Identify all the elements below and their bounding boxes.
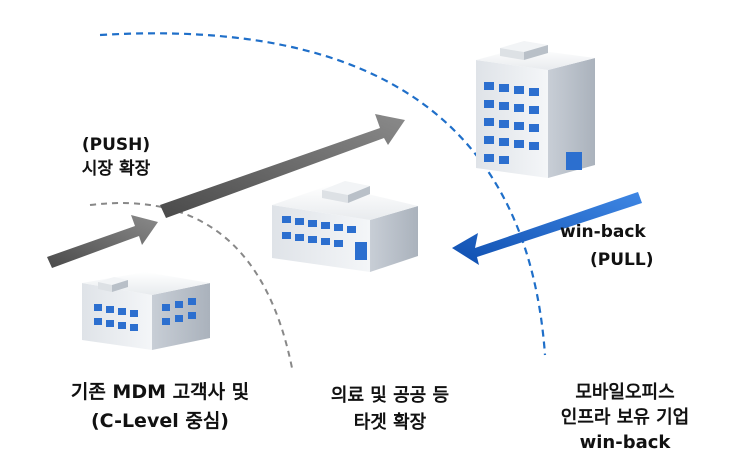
pull-label-line1: win-back — [560, 222, 646, 242]
pull-arrow — [452, 192, 642, 265]
existing-client-building — [82, 272, 210, 350]
target-building — [272, 181, 418, 272]
caption-existing-line2: (C-Level 중심) — [91, 410, 229, 432]
caption-mobile-line2: 인프라 보유 기업 — [560, 407, 690, 428]
push-label: (PUSH) 시장 확장 — [56, 133, 176, 181]
caption-mobile-office: 모바일오피스 인프라 보유 기업 win-back — [520, 380, 730, 455]
caption-mobile-line1: 모바일오피스 — [575, 382, 675, 403]
caption-target-line1: 의료 및 공공 등 — [330, 385, 450, 406]
pull-label: win-back (PULL) — [540, 218, 670, 274]
inner-boundary-arc — [89, 202, 293, 369]
pull-label-line2: (PULL) — [590, 250, 654, 270]
caption-target-line2: 타겟 확장 — [353, 412, 427, 433]
push-label-line1: (PUSH) — [81, 135, 151, 155]
push-arrow-short — [47, 215, 158, 268]
mobile-office-building — [476, 41, 595, 178]
caption-existing-clients: 기존 MDM 고객사 및 (C-Level 중심) — [20, 378, 300, 436]
push-arrow-long — [160, 114, 405, 218]
caption-mobile-line3: win-back — [579, 432, 671, 453]
caption-target-expansion: 의료 및 공공 등 타겟 확장 — [300, 382, 480, 436]
caption-existing-line1: 기존 MDM 고객사 및 — [70, 381, 250, 403]
push-label-line2: 시장 확장 — [81, 159, 151, 179]
outer-boundary-arc — [99, 32, 547, 356]
